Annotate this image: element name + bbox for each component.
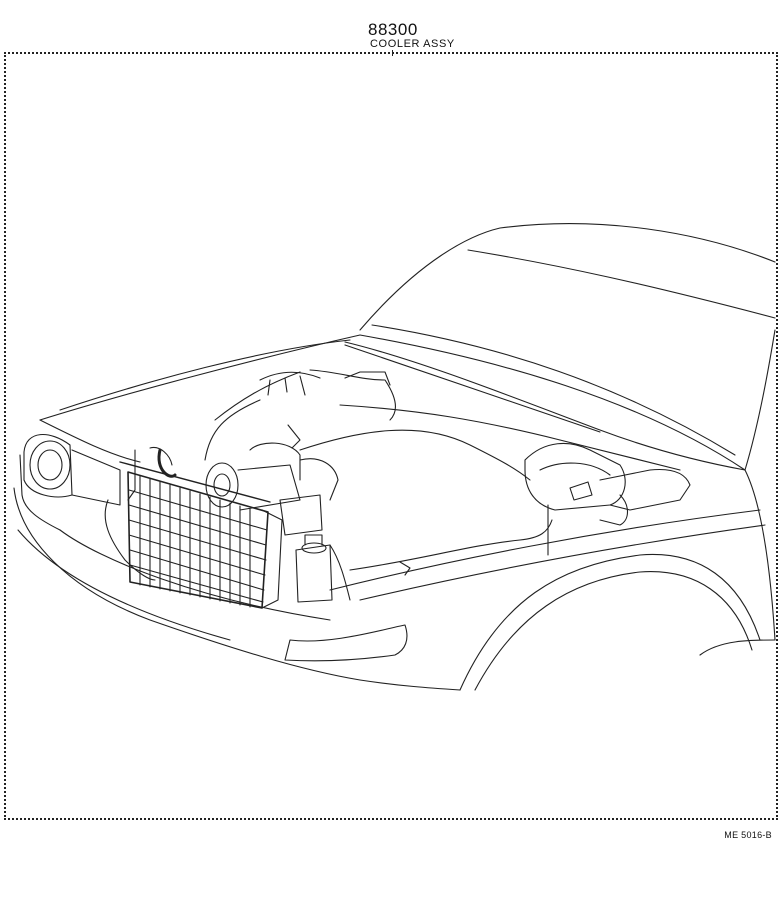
condenser: [119, 461, 283, 609]
wiring-harness: [259, 369, 396, 449]
evaporator-unit: [524, 442, 691, 526]
compressor: [205, 442, 339, 536]
cowl-line: [344, 344, 601, 433]
diagram-frame: [4, 52, 778, 820]
part-number: 88300: [368, 20, 418, 39]
part-name: COOLER ASSY: [370, 38, 455, 50]
refrigerant-hoses: [104, 371, 681, 601]
hood-outline: [39, 334, 746, 471]
front-bumper: [13, 454, 461, 691]
receiver-dryer: [295, 534, 333, 603]
headlight: [23, 433, 121, 506]
reference-code: ME 5016-B: [724, 830, 772, 840]
windshield: [359, 223, 776, 471]
fender-outline: [329, 469, 776, 691]
